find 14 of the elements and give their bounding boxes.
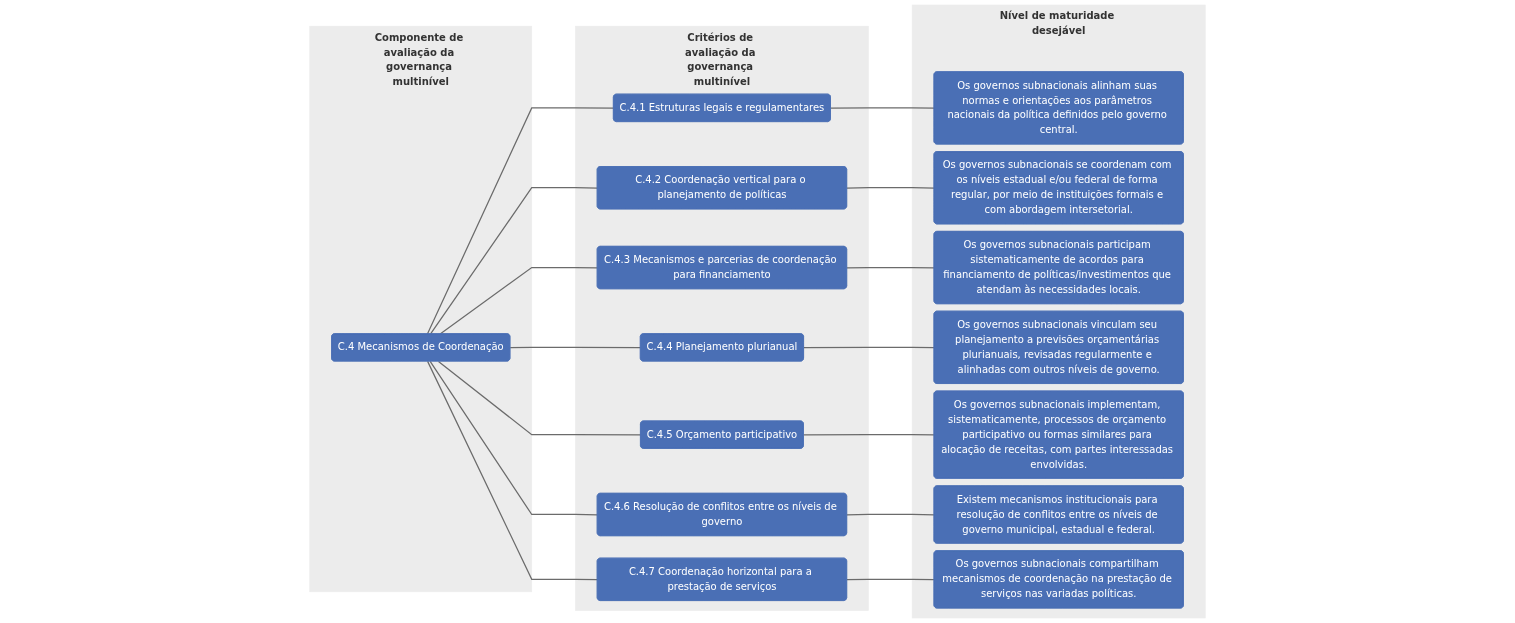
connector bbox=[830, 107, 935, 109]
connector bbox=[509, 346, 642, 349]
connector bbox=[803, 434, 935, 436]
connector bbox=[846, 266, 935, 269]
connector bbox=[426, 107, 615, 335]
connector bbox=[803, 346, 935, 349]
connector bbox=[429, 360, 599, 516]
connector bbox=[437, 360, 642, 436]
connector bbox=[427, 360, 599, 581]
connector bbox=[429, 187, 599, 335]
connector bbox=[846, 187, 935, 189]
connector bbox=[846, 513, 935, 516]
connector bbox=[439, 266, 599, 335]
connector bbox=[846, 578, 935, 581]
